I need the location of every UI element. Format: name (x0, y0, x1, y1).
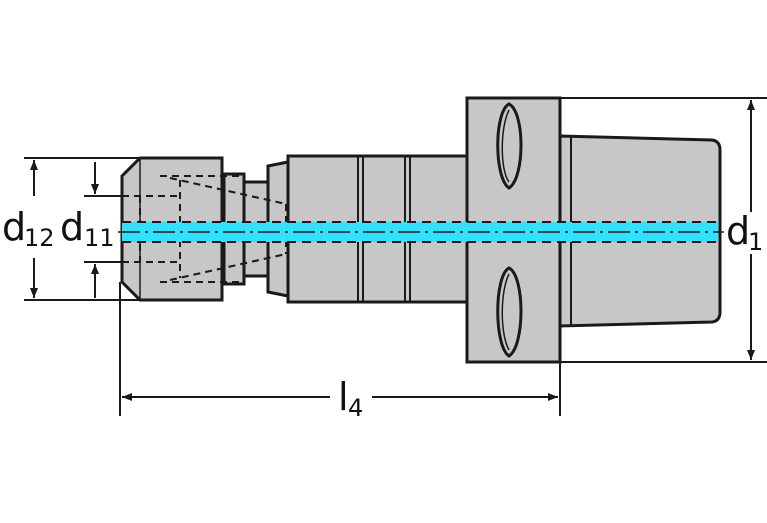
label-d1-base: d (726, 209, 750, 253)
label-d11-base: d (60, 205, 84, 249)
label-d1-sub: 1 (748, 228, 763, 256)
drive-slot-top (496, 102, 523, 190)
label-l4-base: l (338, 375, 349, 419)
extension-lines (24, 97, 767, 416)
label-l4-sub: 4 (348, 394, 363, 422)
dimension-lines (30, 100, 755, 401)
drive-slot-bottom (496, 266, 523, 358)
label-d12-sub: 12 (24, 224, 55, 252)
label-d12-base: d (2, 205, 26, 249)
label-d11-sub: 11 (84, 224, 115, 252)
